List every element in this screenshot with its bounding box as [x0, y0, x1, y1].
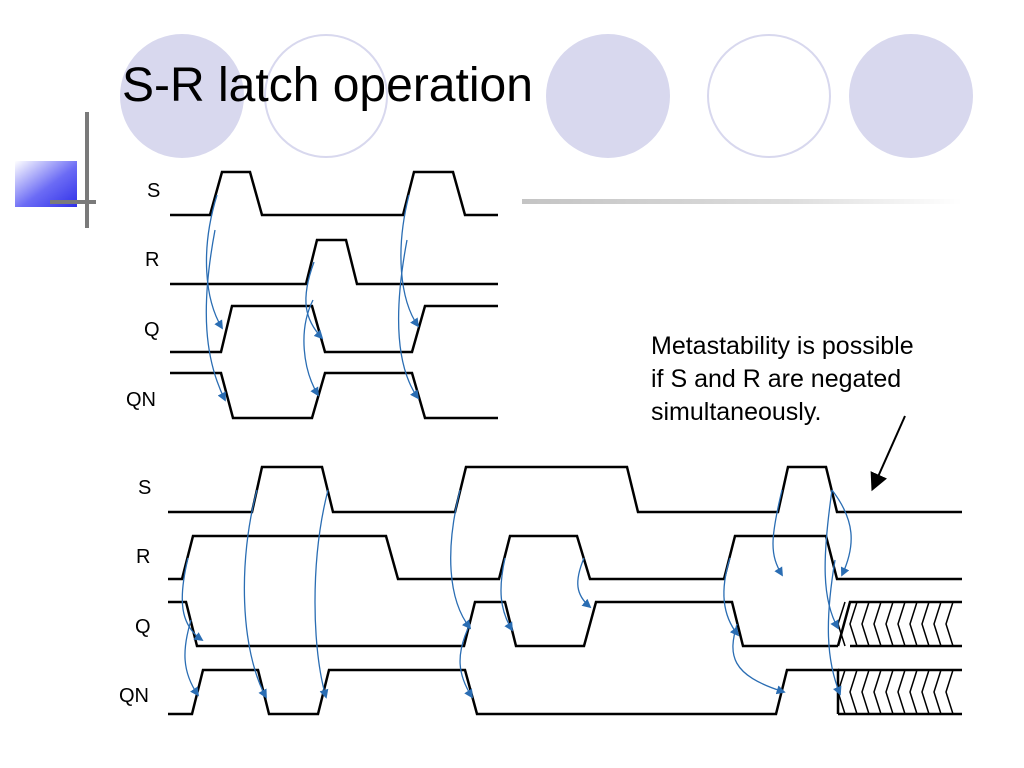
- bottom-arrow-14: [831, 489, 852, 577]
- decorative-circle-2: [264, 34, 388, 158]
- bottom-arrow-6: [459, 623, 473, 699]
- decorative-circle-1: [120, 34, 244, 158]
- bottom-wave-qn: [168, 668, 840, 716]
- top-label-s: S: [147, 180, 160, 202]
- note-line-1: Metastability is possible: [651, 332, 914, 360]
- bottom-wave-r: [168, 534, 962, 581]
- top-arrow-4: [303, 299, 319, 397]
- bottom-arrow-12: [824, 489, 839, 630]
- bottom-arrow-8: [577, 557, 592, 609]
- metastable-region-q: [836, 600, 962, 648]
- top-label-qn: QN: [126, 389, 156, 411]
- bottom-arrow-2: [184, 619, 200, 697]
- bottom-arrow-1: [181, 557, 204, 642]
- top-label-r: R: [145, 249, 159, 271]
- accent-square: [15, 161, 77, 207]
- title-rule: [522, 199, 962, 204]
- bottom-arrow-13: [827, 559, 842, 696]
- top-wave-s: [170, 170, 498, 217]
- accent-vertical-line: [85, 112, 89, 228]
- top-label-q: Q: [144, 319, 160, 341]
- slide-title: S-R latch operation: [122, 59, 533, 112]
- top-arrow-1: [205, 194, 223, 330]
- metastability-note: Metastability is possible if S and R are…: [651, 330, 961, 429]
- metastable-region-qn: [837, 668, 962, 716]
- top-wave-r: [170, 238, 498, 286]
- bottom-arrow-9: [723, 557, 740, 637]
- bottom-label-qn: QN: [119, 685, 149, 707]
- top-arrow-3: [305, 261, 324, 340]
- bottom-arrow-11: [772, 489, 783, 577]
- top-wave-q: [170, 304, 498, 354]
- bottom-label-r: R: [136, 546, 150, 568]
- annotation-pointer-arrow: [870, 415, 906, 492]
- note-line-2: if S and R are negated: [651, 365, 902, 393]
- bottom-arrow-7: [500, 557, 513, 632]
- decorative-circle-3: [546, 34, 670, 158]
- bottom-arrow-10: [732, 623, 786, 695]
- bottom-label-q: Q: [135, 616, 151, 638]
- bottom-arrow-3: [243, 489, 267, 699]
- accent-horizontal-line: [50, 200, 96, 204]
- note-line-3: simultaneously.: [651, 398, 822, 426]
- bottom-label-s: S: [138, 477, 151, 499]
- top-arrow-6: [397, 239, 420, 400]
- bottom-arrow-5: [450, 489, 472, 630]
- decorative-circle-5: [849, 34, 973, 158]
- bottom-wave-s: [168, 465, 962, 514]
- top-wave-qn: [170, 371, 498, 420]
- decorative-circle-4: [707, 34, 831, 158]
- bottom-arrow-4: [314, 489, 329, 699]
- top-arrow-2: [205, 229, 226, 402]
